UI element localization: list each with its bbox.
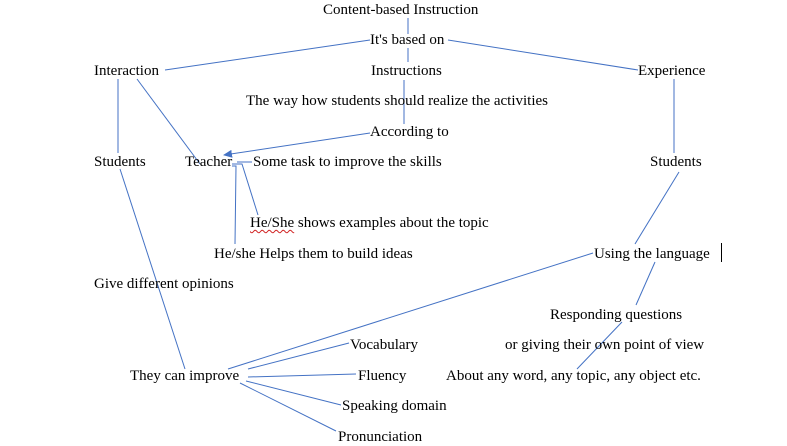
link-they-can-improve-fluency <box>247 373 357 378</box>
based-on-node: It's based on <box>370 32 445 48</box>
speaking-domain-node: Speaking domain <box>342 398 447 414</box>
vocabulary-node: Vocabulary <box>350 337 419 353</box>
link-they-can-improve-speaking-domain <box>245 380 342 406</box>
link-teacher-helps-build <box>232 165 237 245</box>
link-students-they-can-improve <box>119 168 186 370</box>
point-of-view-node: or giving their own point of view <box>505 337 705 353</box>
students-right-node: Students <box>650 154 702 170</box>
title-node: Content-based Instruction <box>323 2 479 18</box>
about-any-node: About any word, any topic, any object et… <box>446 368 701 384</box>
link-according-to-teacher <box>223 132 371 158</box>
link-using-language-responding <box>635 261 656 306</box>
link-interaction-teacher <box>136 78 201 165</box>
some-task-node: Some task to improve the skills <box>253 154 442 170</box>
realize-activities-node: The way how students should realize the … <box>246 93 548 109</box>
link-based-on-experience <box>447 39 639 71</box>
responding-questions-node: Responding questions <box>550 307 683 323</box>
shows-examples-pronoun: He/She <box>250 215 295 231</box>
shows-examples-text: shows examples about the topic <box>294 215 489 231</box>
interaction-node: Interaction <box>94 63 159 79</box>
fluency-node: Fluency <box>358 368 407 384</box>
text-cursor <box>721 243 722 262</box>
they-can-improve-node: They can improve <box>130 368 240 384</box>
helps-build-ideas-node: He/she Helps them to build ideas <box>214 246 413 262</box>
link-based-on-interaction <box>164 39 371 71</box>
link-they-can-improve-pronunciation <box>239 382 337 432</box>
teacher-node: Teacher <box>185 154 233 170</box>
shows-examples-node: He/She shows examples about the topic <box>250 214 489 232</box>
instructions-node: Instructions <box>371 63 442 79</box>
link-teacher-shows-examples <box>232 163 259 216</box>
link-using-language-they-can-improve <box>227 252 594 370</box>
pronunciation-node: Pronunciation <box>338 429 423 445</box>
experience-node: Experience <box>638 63 706 79</box>
using-language-node: Using the language <box>594 246 710 262</box>
link-they-can-improve-vocabulary <box>247 342 350 370</box>
link-students-using-language <box>634 171 680 245</box>
link-responding-about-any <box>576 321 623 370</box>
students-left-node: Students <box>94 154 146 170</box>
according-to-node: According to <box>370 124 449 140</box>
give-opinions-node: Give different opinions <box>94 276 234 292</box>
